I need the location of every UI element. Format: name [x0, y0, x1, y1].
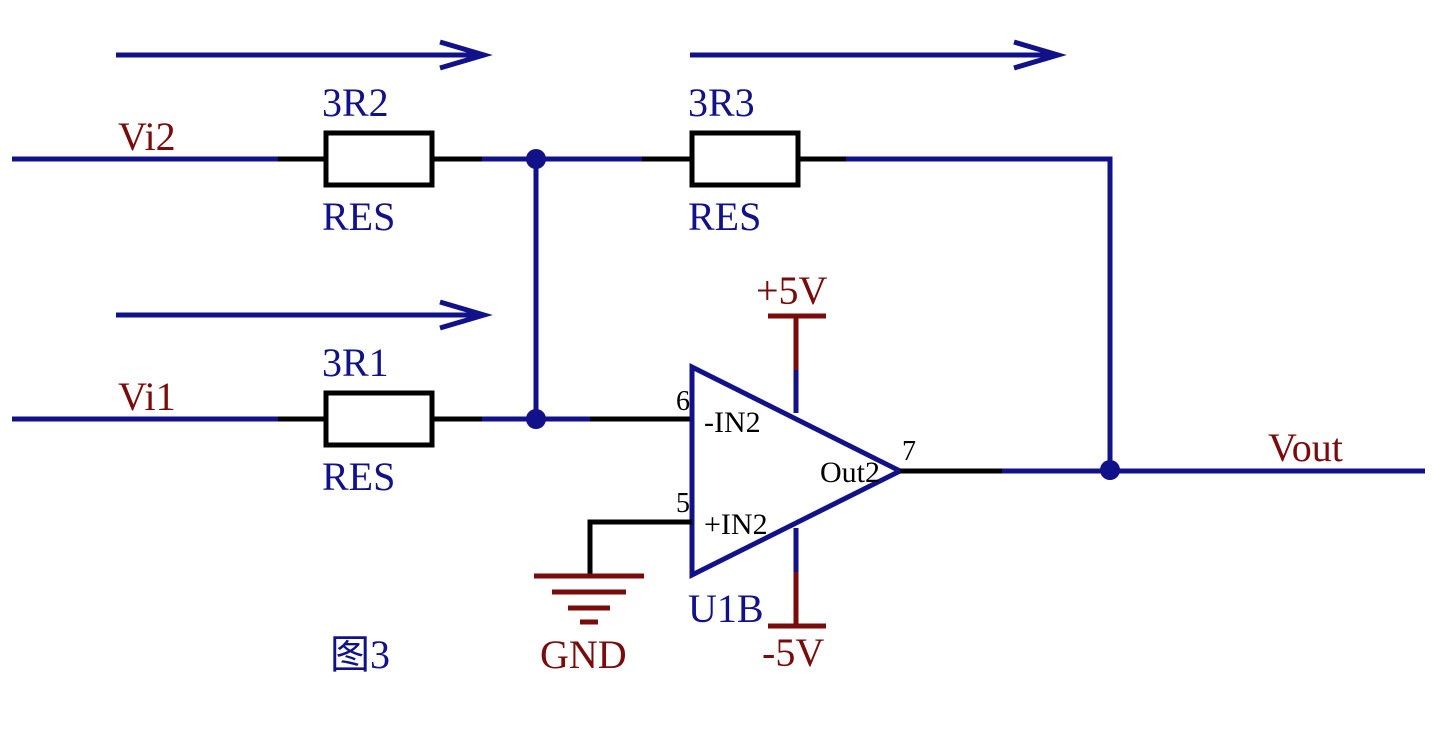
resistor-3r3-value: RES	[688, 194, 761, 239]
resistor-3r2-body	[323, 130, 435, 188]
junction-top	[526, 149, 546, 169]
pin-number-noninverting: 5	[676, 488, 690, 519]
net-label-vout: Vout	[1268, 425, 1343, 470]
pin-number-output: 7	[902, 436, 916, 467]
net-label-vi1: Vi1	[118, 374, 176, 419]
current-arrow-top-left	[116, 39, 493, 71]
power-label-vminus: -5V	[762, 630, 824, 675]
pin-name-output: Out2	[820, 456, 880, 489]
lead-noninverting-input	[587, 519, 692, 574]
junction-summing	[526, 409, 546, 429]
resistor-3r1-designator: 3R1	[322, 340, 389, 385]
power-label-vplus: +5V	[756, 268, 828, 313]
figure-caption: 图3	[330, 632, 390, 677]
current-arrow-middle-left	[116, 299, 493, 331]
ground-label: GND	[540, 632, 627, 677]
pin-name-inverting: -IN2	[704, 406, 761, 439]
net-label-vi2: Vi2	[118, 114, 176, 159]
ground-symbol	[534, 573, 644, 625]
wire-feedback	[846, 156, 1113, 470]
resistor-3r3-body	[689, 130, 801, 188]
resistor-3r2-designator: 3R2	[322, 80, 389, 125]
opamp-triangle	[689, 362, 906, 580]
pin-name-noninverting: +IN2	[704, 508, 768, 541]
opamp-designator: U1B	[688, 586, 764, 631]
resistor-3r1-value: RES	[322, 454, 395, 499]
resistor-3r2-value: RES	[322, 194, 395, 239]
resistor-3r1-body	[323, 390, 435, 448]
pin-number-inverting: 6	[676, 386, 690, 417]
resistor-3r3-designator: 3R3	[688, 80, 755, 125]
current-arrow-top-right	[690, 39, 1067, 71]
